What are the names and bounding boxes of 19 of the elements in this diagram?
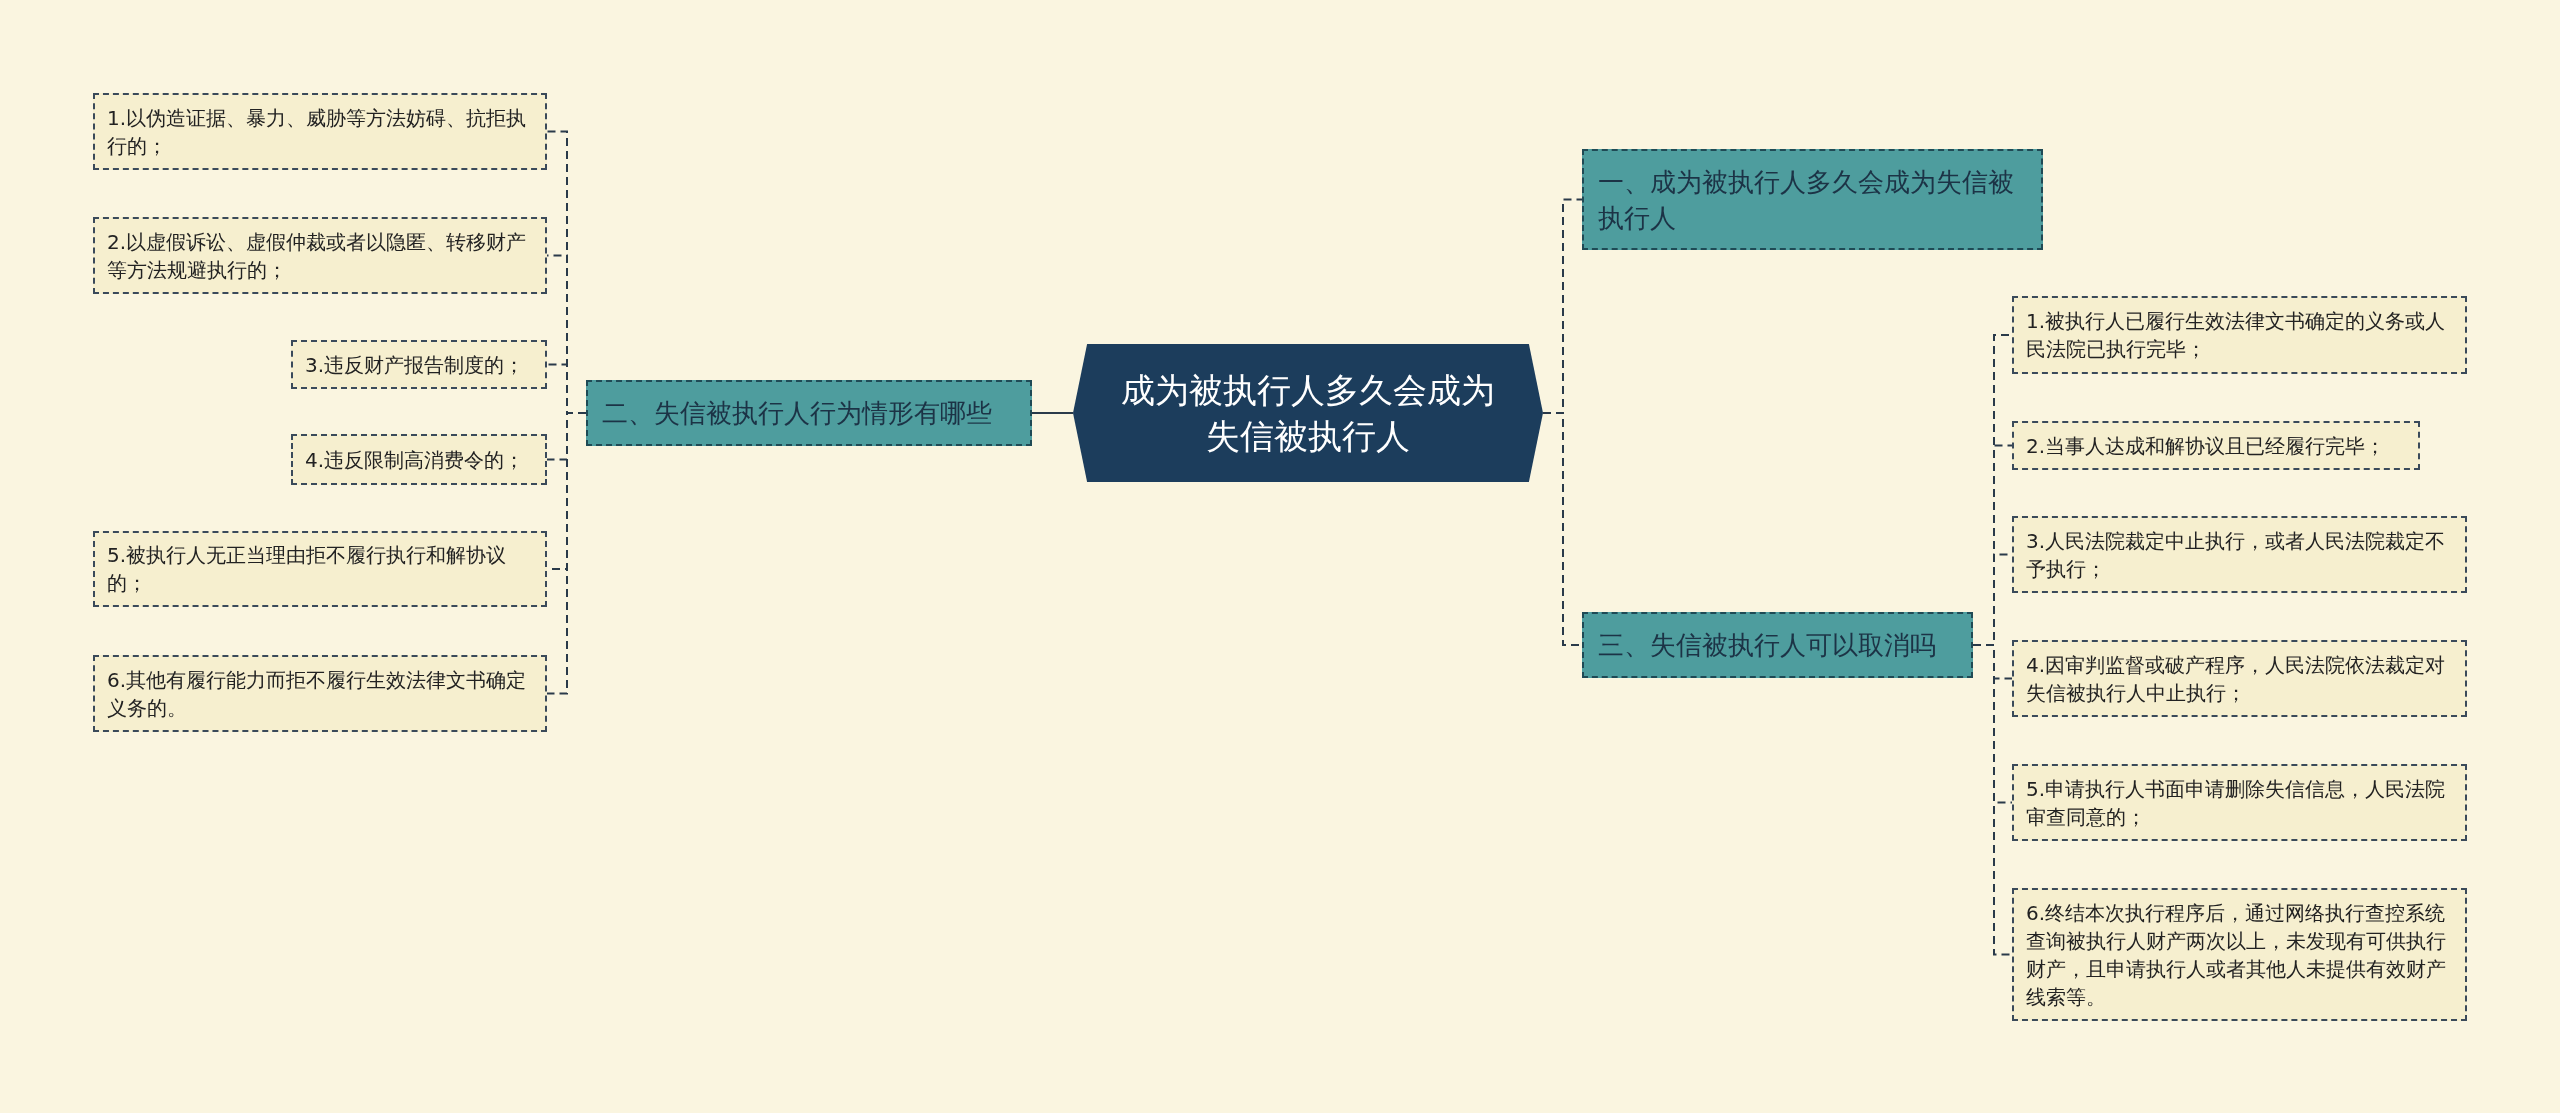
connector-line — [1972, 644, 2013, 956]
central-topic: 成为被执行人多久会成为失信被执行人 — [1073, 344, 1543, 482]
branch-topic-box: 三、失信被执行人可以取消吗 — [1582, 612, 1973, 678]
branch-topic-box: 二、失信被执行人行为情形有哪些 — [586, 380, 1032, 446]
subtopic-box: 3.违反财产报告制度的； — [291, 340, 547, 389]
connector-line — [546, 412, 587, 695]
subtopic-box: 1.被执行人已履行生效法律文书确定的义务或人民法院已执行完毕； — [2012, 296, 2467, 374]
branch-topic-box: 一、成为被执行人多久会成为失信被执行人 — [1582, 149, 2043, 250]
subtopic-box: 4.违反限制高消费令的； — [291, 434, 547, 485]
subtopic-box: 3.人民法院裁定中止执行，或者人民法院裁定不予执行； — [2012, 516, 2467, 593]
connector-line — [1031, 412, 1074, 414]
subtopic-box: 6.其他有履行能力而拒不履行生效法律文书确定义务的。 — [93, 655, 547, 732]
subtopic-box: 1.以伪造证据、暴力、威胁等方法妨碍、抗拒执行的； — [93, 93, 547, 170]
subtopic-box: 5.被执行人无正当理由拒不履行执行和解协议的； — [93, 531, 547, 607]
subtopic-box: 2.当事人达成和解协议且已经履行完毕； — [2012, 421, 2420, 470]
subtopic-box: 4.因审判监督或破产程序，人民法院依法裁定对失信被执行人中止执行； — [2012, 640, 2467, 717]
subtopic-box: 5.申请执行人书面申请删除失信信息，人民法院审查同意的； — [2012, 764, 2467, 841]
subtopic-box: 6.终结本次执行程序后，通过网络执行查控系统查询被执行人财产两次以上，未发现有可供执行财产，且申请执行人或者其他人未提供有效财产线索等。 — [2012, 888, 2467, 1021]
subtopic-box: 2.以虚假诉讼、虚假仲裁或者以隐匿、转移财产等方法规避执行的； — [93, 217, 547, 294]
